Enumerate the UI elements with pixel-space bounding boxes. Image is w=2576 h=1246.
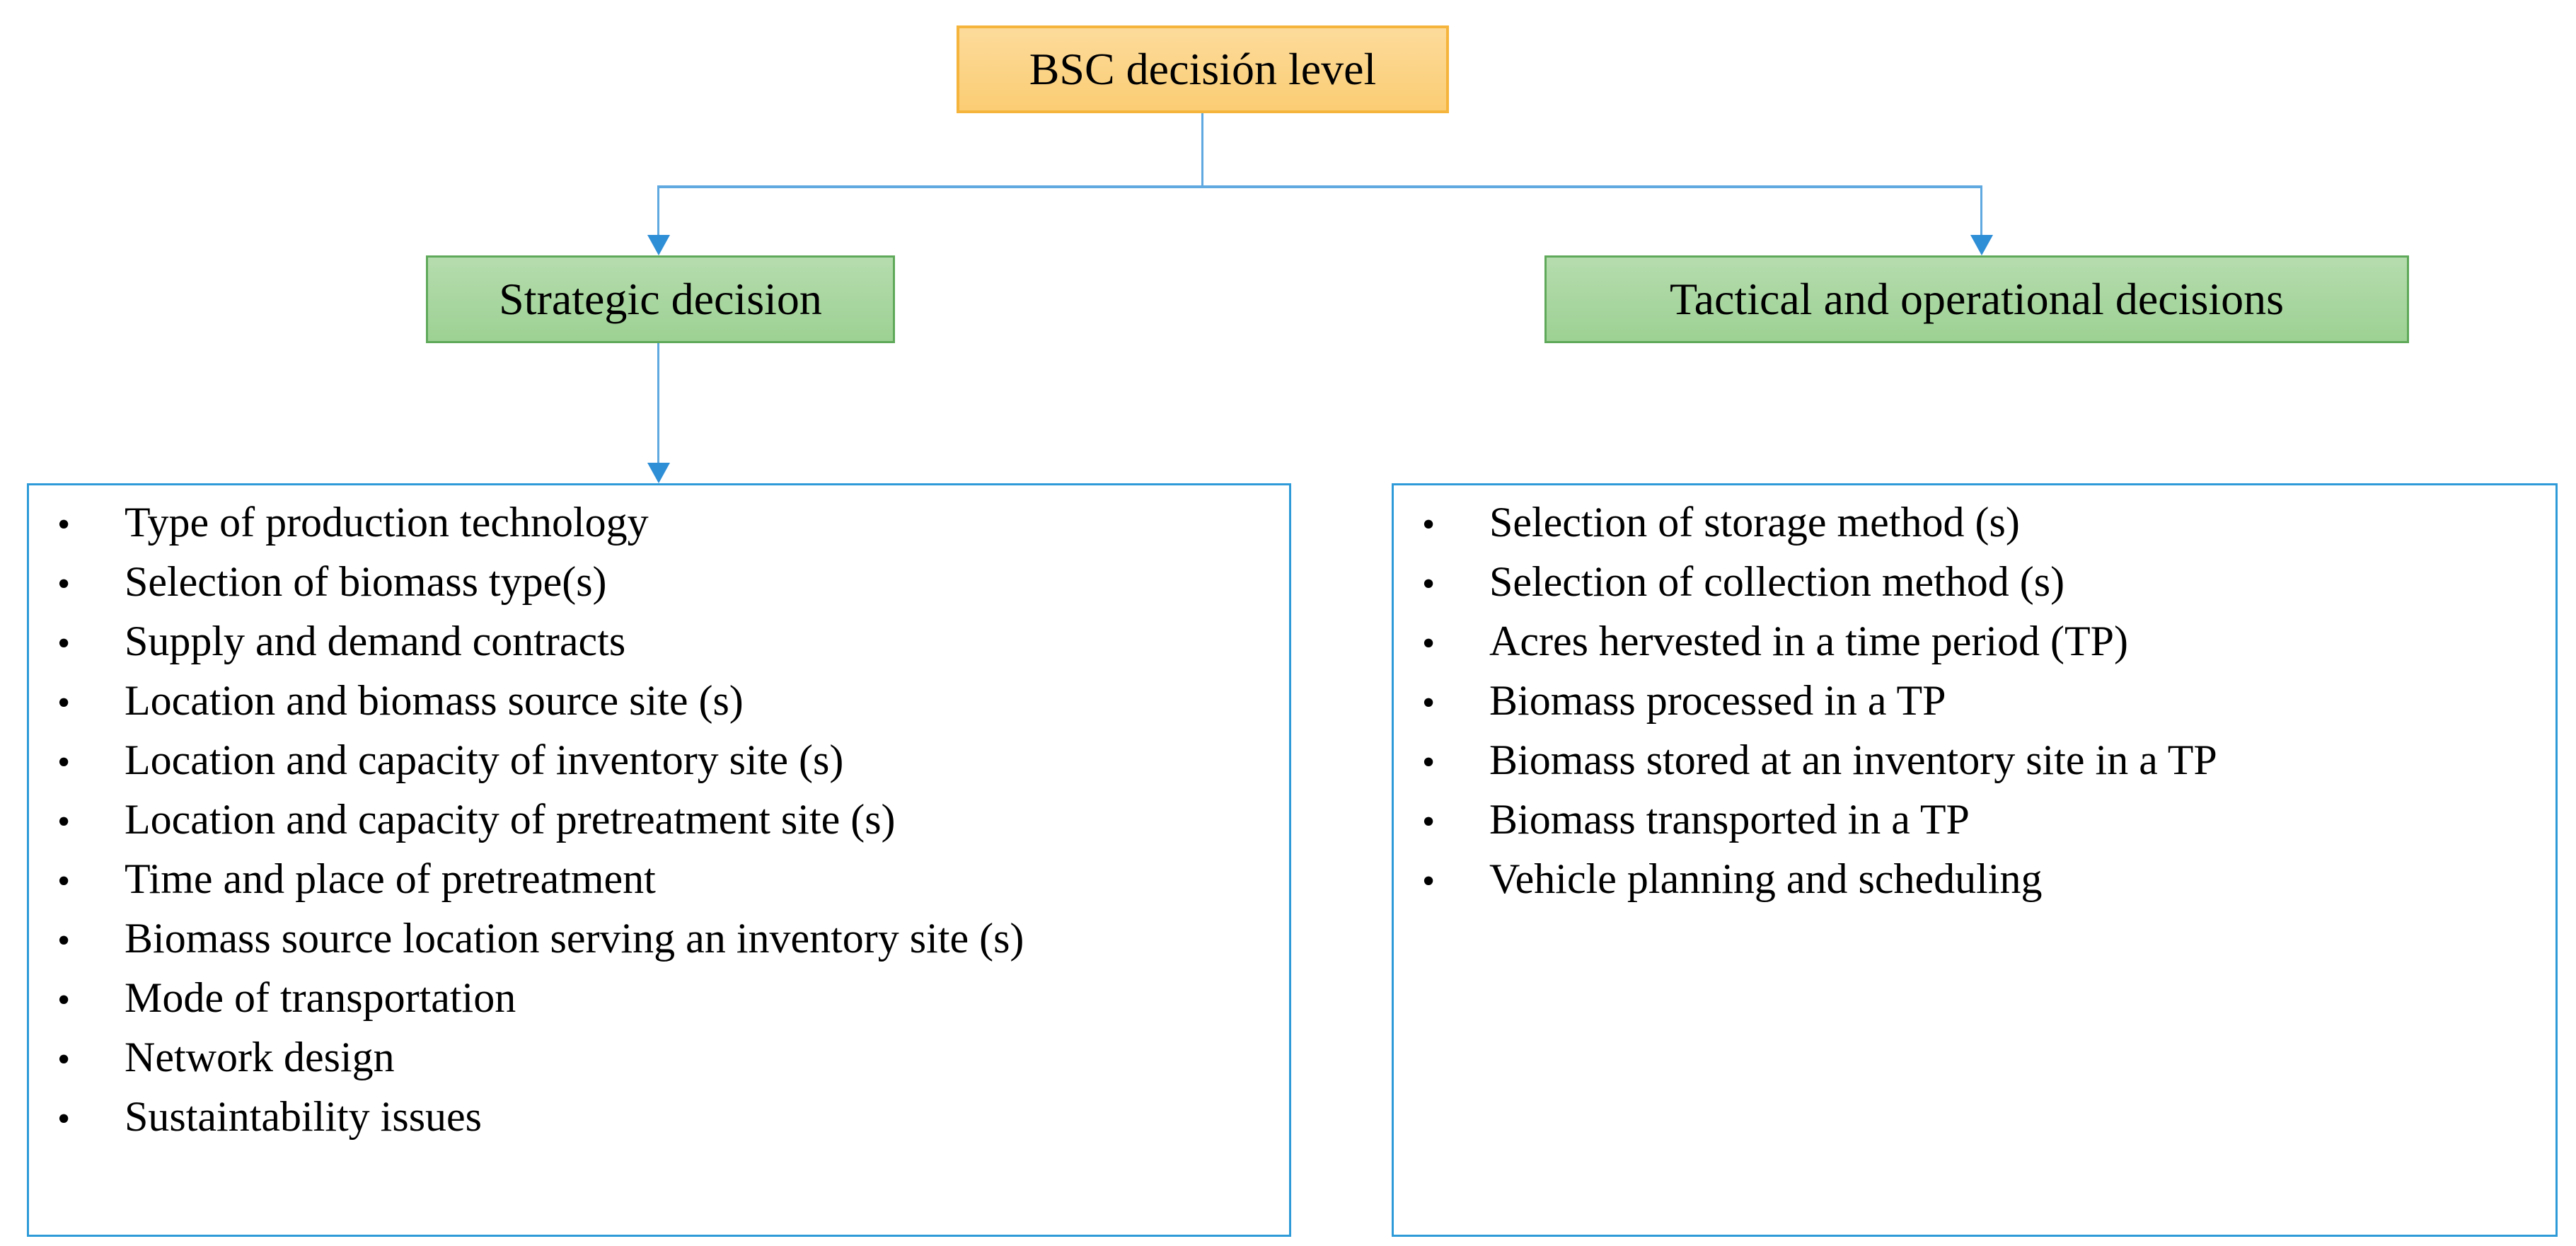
arrowhead-to-tactical-icon — [1970, 235, 1993, 255]
bullet-icon: • — [1422, 504, 1436, 545]
bullet-icon: • — [1422, 683, 1436, 723]
strategic-items-panel: • Type of production technology • Select… — [27, 483, 1291, 1237]
list-item-text: Location and capacity of inventory site … — [125, 737, 844, 783]
arrowhead-to-strategic-panel-icon — [647, 463, 670, 483]
connector-root-stem — [1201, 113, 1203, 187]
list-item-text: Biomass transported in a TP — [1489, 796, 1970, 843]
list-item-text: Selection of collection method (s) — [1489, 558, 2065, 605]
bullet-icon: • — [57, 504, 71, 545]
node-strategic-decision: Strategic decision — [426, 255, 895, 343]
bullet-icon: • — [57, 861, 71, 901]
list-item: • Selection of storage method (s) — [1422, 494, 2534, 553]
bullet-icon: • — [57, 623, 71, 664]
list-item-text: Location and capacity of pretreatment si… — [125, 796, 896, 843]
node-bsc-decision-level: BSC decisión level — [957, 25, 1449, 113]
node-tactical-operational-decisions: Tactical and operational decisions — [1544, 255, 2409, 343]
connector-drop-left — [657, 188, 659, 236]
list-item-text: Type of production technology — [125, 499, 649, 546]
list-item: • Location and capacity of pretreatment … — [57, 791, 1268, 850]
list-item-text: Location and biomass source site (s) — [125, 677, 744, 724]
bullet-icon: • — [57, 564, 71, 604]
list-item: • Time and place of pretreatment — [57, 850, 1268, 910]
list-item: • Vehicle planning and scheduling — [1422, 850, 2534, 910]
list-item-text: Selection of storage method (s) — [1489, 499, 2020, 546]
bullet-icon: • — [57, 980, 71, 1020]
connector-drop-right — [1980, 188, 1982, 236]
list-item-text: Biomass source location serving an inven… — [125, 915, 1024, 962]
tactical-operational-items-list: • Selection of storage method (s) • Sele… — [1394, 485, 2555, 910]
bullet-icon: • — [57, 921, 71, 961]
list-item-text: Selection of biomass type(s) — [125, 558, 607, 605]
list-item-text: Vehicle planning and scheduling — [1489, 855, 2043, 902]
node-strategic-decision-label: Strategic decision — [499, 274, 822, 324]
bullet-icon: • — [1422, 861, 1436, 901]
tactical-operational-items-panel: • Selection of storage method (s) • Sele… — [1392, 483, 2558, 1237]
bullet-icon: • — [1422, 623, 1436, 664]
list-item: • Network design — [57, 1029, 1268, 1088]
list-item-text: Supply and demand contracts — [125, 618, 626, 664]
bullet-icon: • — [1422, 564, 1436, 604]
list-item: • Mode of transportation — [57, 969, 1268, 1029]
list-item-text: Mode of transportation — [125, 974, 516, 1021]
connector-horizontal — [657, 185, 1982, 188]
list-item: • Biomass stored at an inventory site in… — [1422, 732, 2534, 791]
list-item: • Sustaintability issues — [57, 1088, 1268, 1148]
bullet-icon: • — [57, 1039, 71, 1080]
arrowhead-to-strategic-icon — [647, 235, 670, 255]
bullet-icon: • — [57, 802, 71, 842]
list-item: • Biomass transported in a TP — [1422, 791, 2534, 850]
bullet-icon: • — [57, 683, 71, 723]
list-item: • Location and biomass source site (s) — [57, 672, 1268, 732]
list-item-text: Network design — [125, 1034, 395, 1080]
bullet-icon: • — [57, 742, 71, 783]
list-item: • Acres hervested in a time period (TP) — [1422, 613, 2534, 672]
bullet-icon: • — [57, 1099, 71, 1139]
list-item-text: Acres hervested in a time period (TP) — [1489, 618, 2129, 664]
list-item: • Location and capacity of inventory sit… — [57, 732, 1268, 791]
bullet-icon: • — [1422, 742, 1436, 783]
list-item-text: Time and place of pretreatment — [125, 855, 656, 902]
list-item: • Biomass source location serving an inv… — [57, 910, 1268, 969]
connector-strategic-stem — [657, 343, 659, 463]
bullet-icon: • — [1422, 802, 1436, 842]
list-item: • Supply and demand contracts — [57, 613, 1268, 672]
node-bsc-decision-level-label: BSC decisión level — [1029, 44, 1377, 94]
list-item: • Selection of biomass type(s) — [57, 553, 1268, 613]
list-item: • Biomass processed in a TP — [1422, 672, 2534, 732]
list-item: • Selection of collection method (s) — [1422, 553, 2534, 613]
list-item-text: Sustaintability issues — [125, 1093, 483, 1140]
strategic-items-list: • Type of production technology • Select… — [29, 485, 1289, 1148]
list-item-text: Biomass processed in a TP — [1489, 677, 1946, 724]
list-item-text: Biomass stored at an inventory site in a… — [1489, 737, 2217, 783]
node-tactical-operational-decisions-label: Tactical and operational decisions — [1669, 274, 2285, 324]
list-item: • Type of production technology — [57, 494, 1268, 553]
